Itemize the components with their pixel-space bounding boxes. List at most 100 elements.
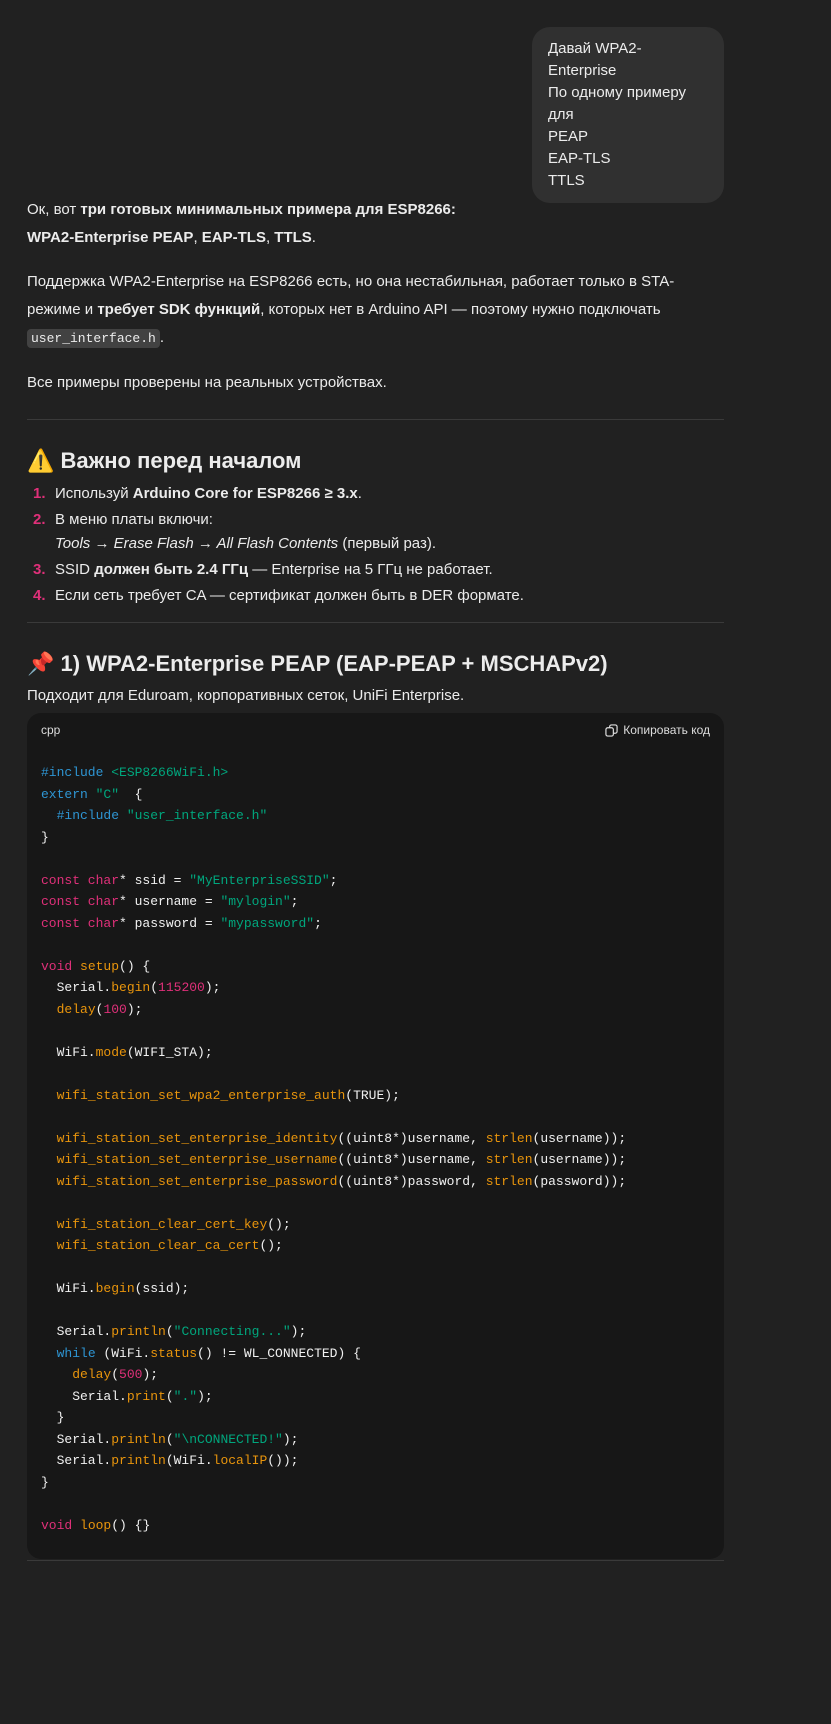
code-line: const char* ssid = "MyEnterpriseSSID"; — [41, 870, 710, 892]
code-token: ( — [165, 1431, 174, 1447]
code-line: Serial.print("."); — [41, 1386, 710, 1408]
code-token — [41, 1367, 72, 1382]
bold-text: должен быть 2.4 ГГц — [94, 561, 249, 578]
divider — [27, 1560, 724, 1561]
copy-code-button[interactable]: Копировать код — [605, 723, 710, 737]
text: — Enterprise на 5 ГГц не работает. — [248, 561, 493, 578]
code-line: wifi_station_set_wpa2_enterprise_auth(TR… — [41, 1085, 710, 1107]
code-token: ( — [150, 980, 159, 995]
code-token: delay — [56, 1001, 96, 1017]
code-token: (ssid); — [134, 1281, 190, 1296]
code-token: strlen — [485, 1152, 533, 1167]
code-token: () { — [119, 958, 151, 974]
code-token: ); — [197, 1388, 213, 1404]
code-token: <ESP8266WiFi.h> — [111, 765, 229, 780]
code-token — [41, 1174, 57, 1189]
intro-paragraph: Ок, вот три готовых минимальных примера … — [27, 196, 724, 252]
code-token: WiFi. — [41, 1281, 96, 1296]
code-line — [41, 1192, 710, 1214]
code-token — [41, 1217, 57, 1232]
code-line: const char* username = "mylogin"; — [41, 891, 710, 913]
user-message-line: EAP-TLS — [548, 150, 611, 167]
code-token: "mypassword" — [220, 915, 315, 931]
list-item: 3.SSID должен быть 2.4 ГГц — Enterprise … — [27, 558, 724, 582]
code-token: "MyEnterpriseSSID" — [189, 872, 330, 888]
code-token: ()); — [267, 1453, 299, 1468]
code-token: loop — [80, 1517, 112, 1533]
code-token: wifi_station_clear_ca_cert — [56, 1238, 260, 1253]
code-token: "mylogin" — [220, 894, 291, 909]
code-line: } — [41, 1407, 710, 1429]
code-token: (username)); — [532, 1130, 627, 1146]
code-line — [41, 1300, 710, 1322]
list-item: 4.Если сеть требует CA — сертификат долж… — [27, 584, 724, 608]
code-line: void setup() { — [41, 956, 710, 978]
code-line — [41, 1493, 710, 1515]
text: В меню платы включи: — [55, 511, 213, 528]
code-line — [41, 934, 710, 956]
code-token: #include — [56, 808, 127, 823]
code-token — [41, 1002, 57, 1017]
code-token: } — [41, 1410, 65, 1425]
code-token — [41, 1131, 57, 1146]
text: SSID — [55, 561, 95, 578]
text: Поддержка WPA2-Enterprise на ESP8266 ест… — [27, 273, 675, 318]
copy-label: Копировать код — [623, 723, 710, 737]
code-token: ( — [111, 1367, 120, 1382]
code-token: "user_interface.h" — [126, 808, 268, 823]
code-token: const char — [41, 915, 120, 931]
code-line: wifi_station_set_enterprise_username((ui… — [41, 1149, 710, 1171]
italic-text: Tools → Erase Flash → All Flash Contents — [55, 535, 339, 552]
code-token: * password = — [119, 915, 221, 931]
copy-icon — [605, 723, 618, 737]
code-token: wifi_station_set_enterprise_username — [56, 1152, 338, 1167]
code-token: ; — [329, 872, 338, 888]
code-line — [41, 1020, 710, 1042]
user-message-line: По одному примеру для — [548, 84, 687, 123]
code-token: () != WL_CONNECTED) { — [197, 1345, 361, 1361]
code-token: ((uint8*)password, — [337, 1173, 486, 1189]
code-token: Serial. — [41, 1388, 127, 1404]
code-token: 500 — [119, 1367, 143, 1382]
code-token: "Connecting..." — [173, 1324, 291, 1339]
code-token: while — [56, 1345, 96, 1361]
code-token — [41, 1346, 57, 1361]
text: , — [265, 229, 275, 246]
code-line — [41, 1257, 710, 1279]
bold-text: EAP-TLS — [201, 229, 266, 246]
code-token: (username)); — [532, 1152, 627, 1167]
list-item: 2.В меню платы включи:Tools → Erase Flas… — [27, 508, 724, 556]
code-token: Serial. — [41, 1324, 112, 1339]
code-token: ( — [165, 1388, 174, 1404]
code-token: ((uint8*)username, — [337, 1152, 486, 1167]
code-token: strlen — [485, 1130, 533, 1146]
code-token: (password)); — [532, 1173, 627, 1189]
text: . — [357, 485, 362, 502]
text: . — [311, 229, 316, 246]
code-token: Serial. — [41, 1431, 112, 1447]
code-token: WiFi. — [41, 1044, 96, 1060]
code-token: ); — [142, 1367, 159, 1382]
code-token — [41, 1152, 57, 1167]
code-token: (); — [267, 1216, 291, 1232]
code-token: "C" — [95, 786, 120, 802]
code-line: } — [41, 827, 710, 849]
code-line: wifi_station_set_enterprise_identity((ui… — [41, 1128, 710, 1150]
code-token: ); — [204, 980, 221, 995]
code-line: Serial.println(WiFi.localIP()); — [41, 1450, 710, 1472]
code-line: wifi_station_clear_ca_cert(); — [41, 1235, 710, 1257]
section-description: Подходит для Eduroam, корпоративных сето… — [27, 687, 465, 704]
code-token: Serial. — [41, 980, 112, 995]
code-token — [41, 808, 57, 823]
bold-text: три готовых минимальных примера для ESP8… — [80, 201, 456, 218]
code-token: print — [126, 1388, 166, 1404]
code-line: } — [41, 1472, 710, 1494]
code-token: mode — [95, 1044, 127, 1060]
list-number: 4. — [33, 587, 46, 604]
code-token: println — [111, 1453, 166, 1468]
text: Используй — [55, 485, 133, 502]
support-paragraph: Поддержка WPA2-Enterprise на ESP8266 ест… — [27, 268, 724, 353]
bold-text: WPA2-Enterprise PEAP — [27, 229, 194, 246]
inline-code: user_interface.h — [27, 329, 160, 348]
code-token: } — [41, 829, 49, 845]
